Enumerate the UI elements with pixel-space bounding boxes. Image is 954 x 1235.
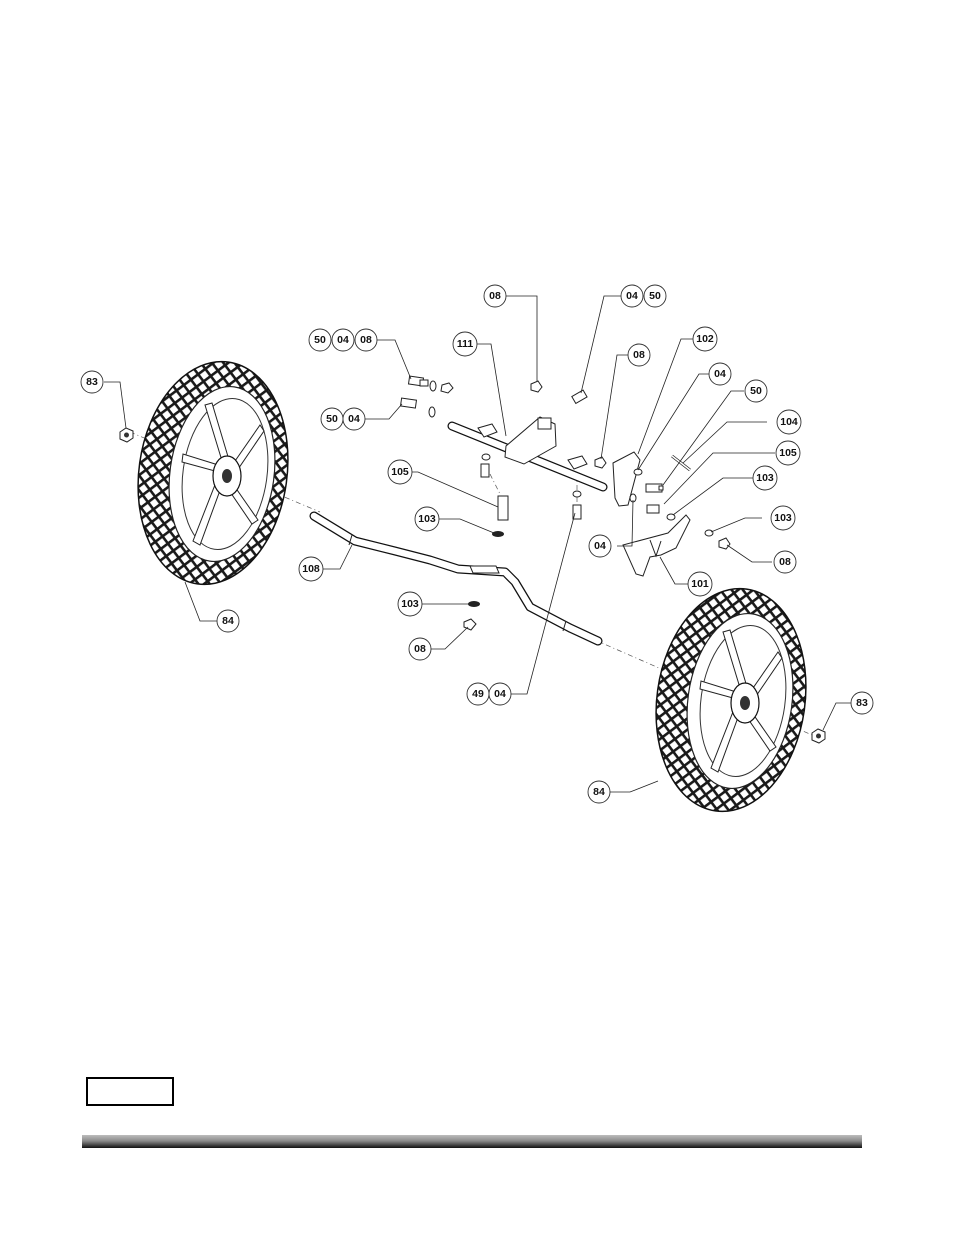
callout-label: 04 xyxy=(594,540,606,552)
callout-label: 50 xyxy=(314,334,326,346)
callout-c3: 50 xyxy=(643,284,667,308)
lever-plate xyxy=(622,514,691,577)
callout-label: 04 xyxy=(337,334,349,346)
callout-c19: 103 xyxy=(414,506,440,532)
axle-centerline-right xyxy=(594,639,813,736)
callout-label: 103 xyxy=(774,512,792,524)
callout-label: 84 xyxy=(593,786,605,798)
callout-label: 111 xyxy=(457,338,474,350)
callout-c31: 84 xyxy=(587,780,611,804)
callout-label: 04 xyxy=(348,413,360,425)
wheel-nut-right xyxy=(811,728,826,744)
callout-c23: 108 xyxy=(298,556,324,582)
callout-label: 101 xyxy=(691,578,709,590)
callout-c20: 103 xyxy=(770,505,796,531)
callout-c9: 08 xyxy=(627,343,651,367)
callout-c7: 111 xyxy=(452,331,478,357)
callout-c8: 102 xyxy=(692,326,718,352)
callout-label: 04 xyxy=(714,368,726,380)
axle-centerline-left xyxy=(129,431,321,513)
callout-c27: 08 xyxy=(408,637,432,661)
callout-label: 08 xyxy=(779,556,791,568)
callout-c22: 08 xyxy=(773,550,797,574)
callout-c6: 08 xyxy=(354,328,378,352)
callout-c4: 50 xyxy=(308,328,332,352)
height-adjust-shaft xyxy=(447,416,608,492)
callout-label: 103 xyxy=(401,598,419,610)
callout-c24: 101 xyxy=(687,571,713,597)
callout-label: 08 xyxy=(360,334,372,346)
callout-c17: 105 xyxy=(387,459,413,485)
callout-c26: 103 xyxy=(397,591,423,617)
callout-c10: 83 xyxy=(80,370,104,394)
callout-label: 103 xyxy=(418,513,436,525)
callout-c29: 04 xyxy=(488,682,512,706)
callout-c16: 105 xyxy=(775,440,801,466)
wheel-nut-left xyxy=(119,427,134,443)
callout-label: 84 xyxy=(222,615,234,627)
callout-c18: 103 xyxy=(752,465,778,491)
right-wheel xyxy=(655,587,807,813)
footer-rule xyxy=(82,1135,862,1148)
callout-c30: 83 xyxy=(850,691,874,715)
callout-c28: 49 xyxy=(466,682,490,706)
callout-label: 08 xyxy=(633,349,645,361)
callout-c14: 04 xyxy=(342,407,366,431)
callout-label: 105 xyxy=(391,466,409,478)
callout-c2: 04 xyxy=(620,284,644,308)
callout-label: 50 xyxy=(649,290,661,302)
callout-label: 105 xyxy=(779,447,797,459)
callout-label: 50 xyxy=(750,385,762,397)
left-wheel xyxy=(137,360,289,586)
bolt-centerline xyxy=(487,469,504,501)
hardware xyxy=(399,375,731,631)
callout-c12: 50 xyxy=(744,379,768,403)
callout-label: 83 xyxy=(86,376,98,388)
callout-label: 49 xyxy=(472,688,484,700)
bracket xyxy=(612,451,641,507)
page-number-box xyxy=(86,1077,174,1106)
callout-c11: 04 xyxy=(708,362,732,386)
callout-c21: 04 xyxy=(588,534,612,558)
callout-label: 50 xyxy=(326,413,338,425)
callout-label: 102 xyxy=(696,333,714,345)
callout-c1: 08 xyxy=(483,284,507,308)
rear-axle xyxy=(309,511,603,646)
callout-c25: 84 xyxy=(216,609,240,633)
callout-label: 108 xyxy=(302,563,320,575)
callout-c5: 04 xyxy=(331,328,355,352)
callout-label: 04 xyxy=(626,290,638,302)
callout-label: 04 xyxy=(494,688,506,700)
callout-label: 103 xyxy=(756,472,774,484)
callout-label: 83 xyxy=(856,697,868,709)
callout-label: 08 xyxy=(489,290,501,302)
callout-c15: 104 xyxy=(776,409,802,435)
callout-label: 104 xyxy=(780,416,798,428)
callout-label: 08 xyxy=(414,643,426,655)
callout-c13: 50 xyxy=(320,407,344,431)
